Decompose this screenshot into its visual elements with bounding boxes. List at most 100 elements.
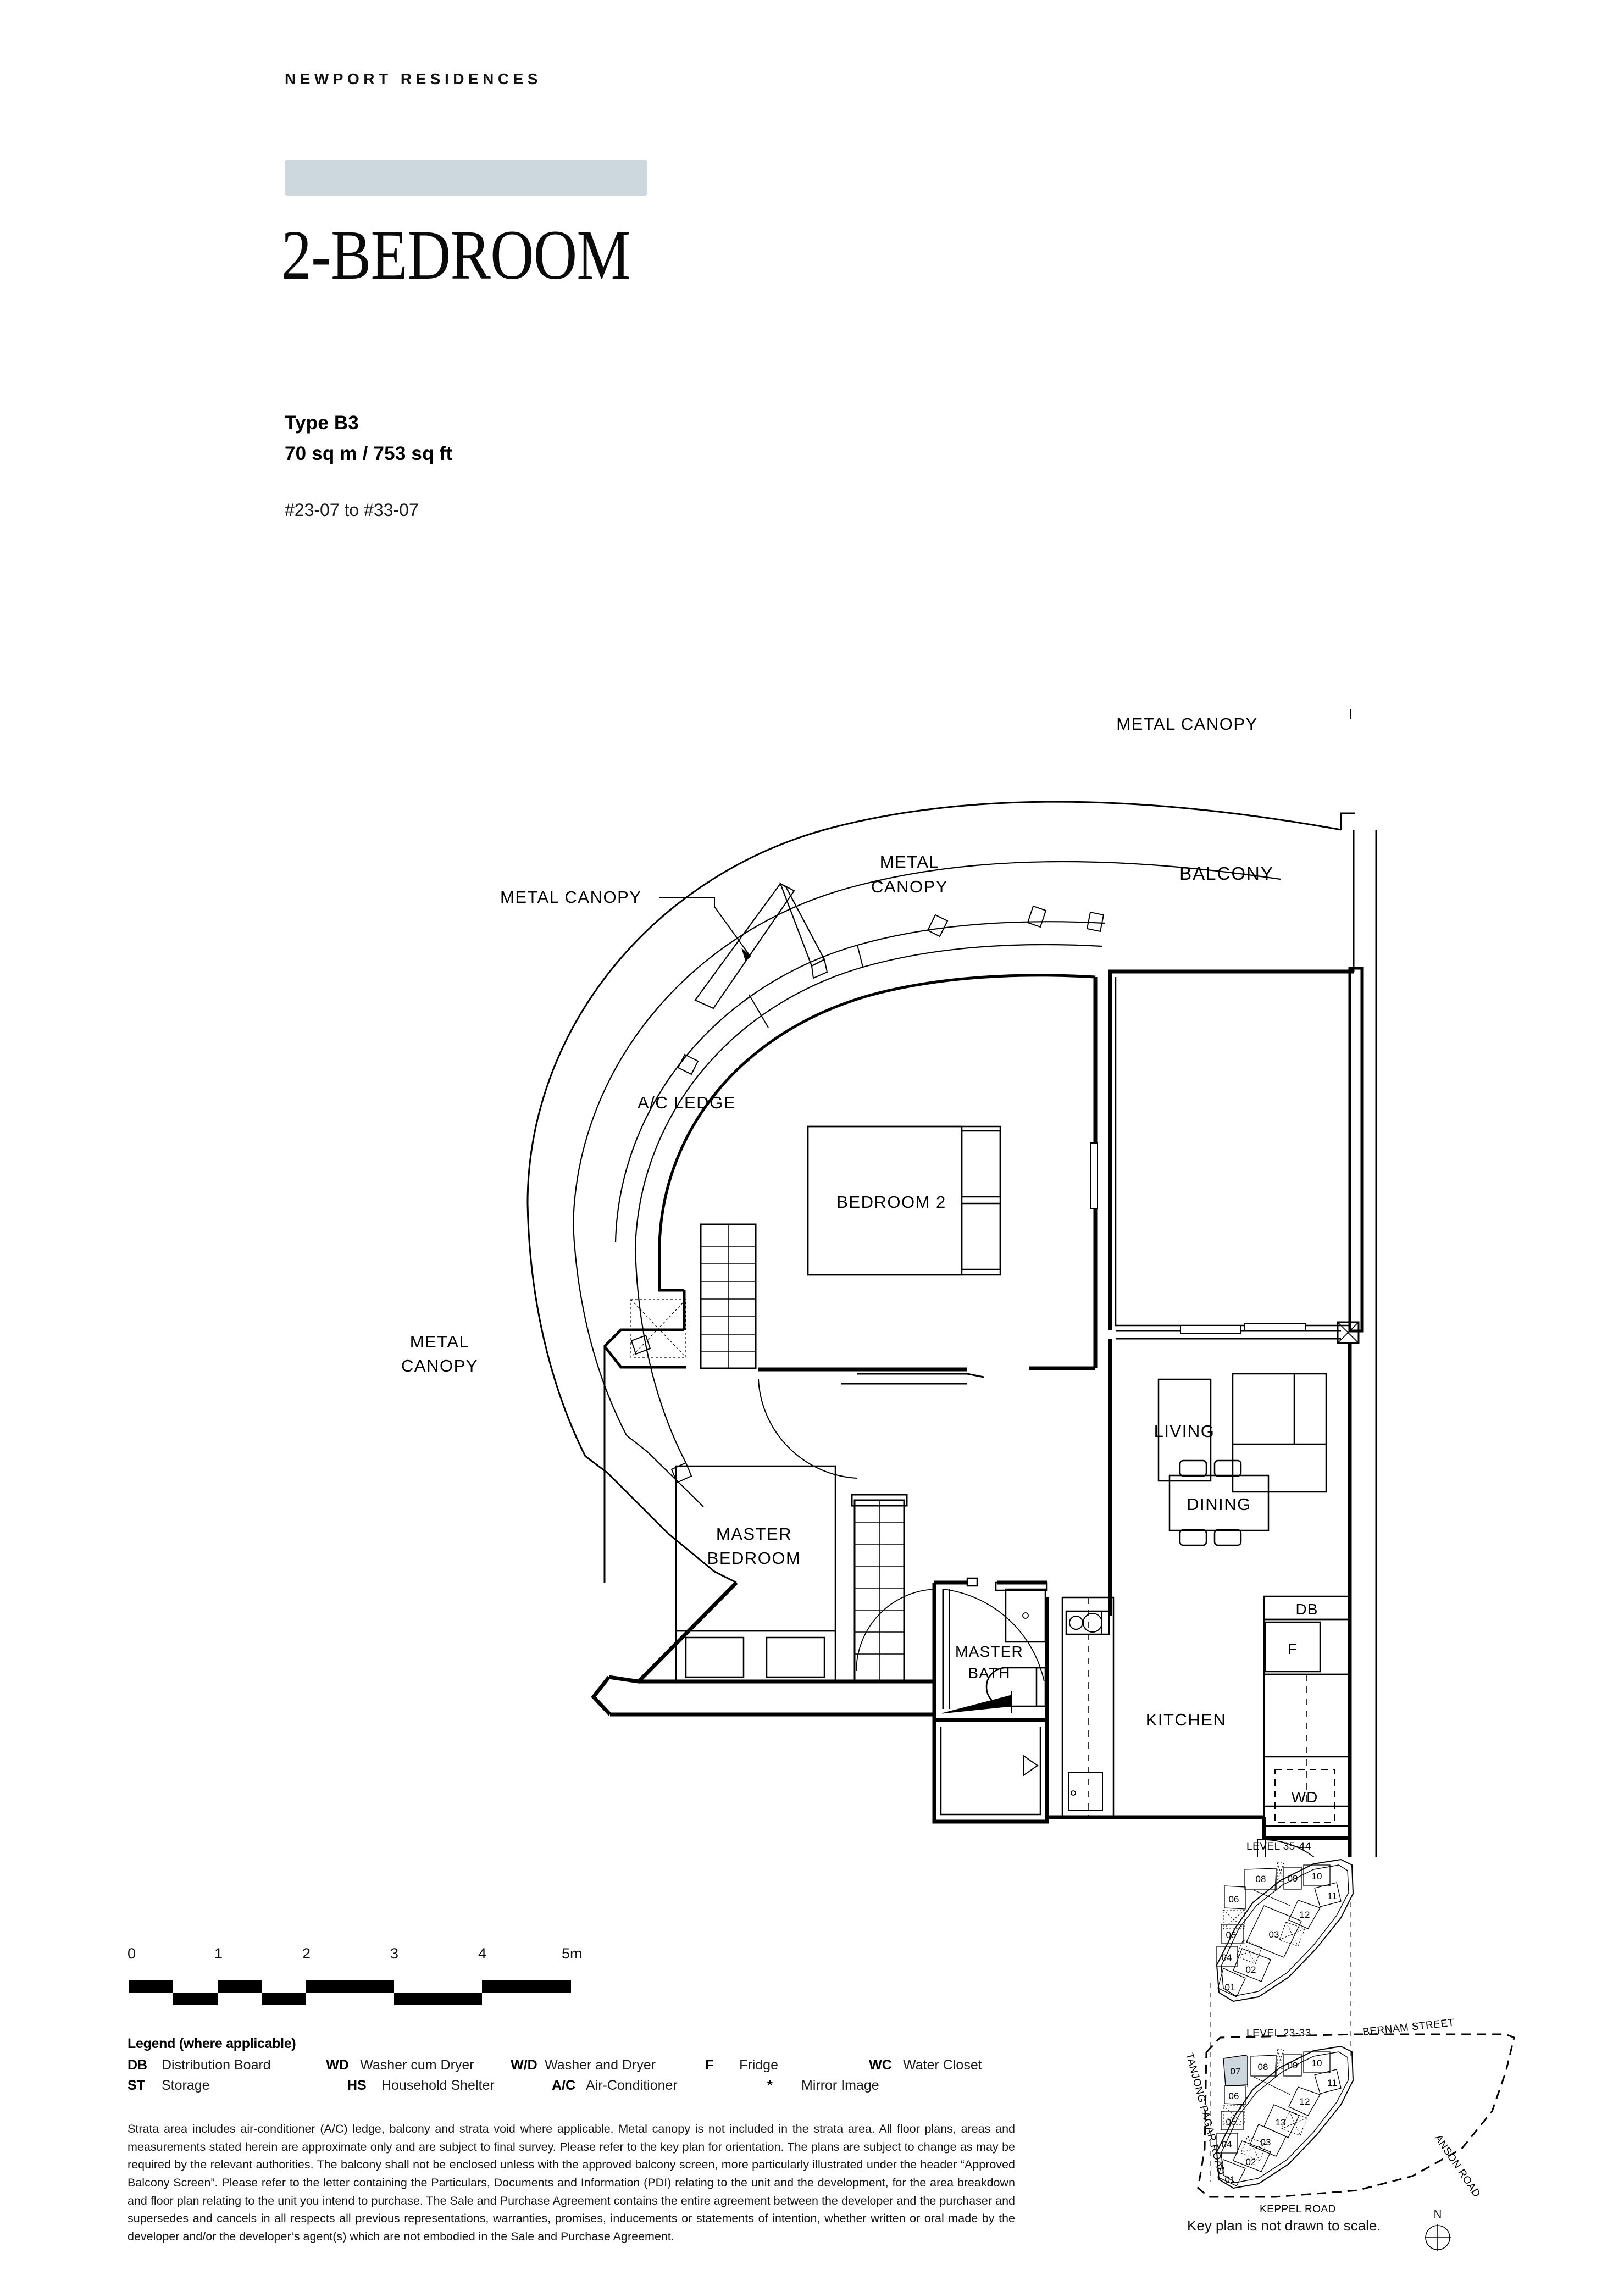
label-master-bath-line1: MASTER (955, 1643, 1023, 1660)
canopy-lower-left-band (634, 1248, 686, 1463)
legend-row: ST Storage HS Household Shelter A/C Air-… (128, 2078, 1018, 2094)
balcony-door-leaf-a (1180, 1325, 1241, 1334)
wall-left-notch-b (603, 1345, 686, 1369)
kp-core-upper-a (1277, 1862, 1284, 1882)
metal-canopy-outer-arc (526, 801, 1342, 1204)
kp-u-09-upper (1283, 1867, 1302, 1890)
label-db: DB (1296, 1601, 1318, 1618)
kp-label-10-upper: 10 (1312, 1871, 1322, 1882)
master-bed-footboard (675, 1630, 836, 1683)
canopy-fin-foot (811, 958, 828, 979)
unit-range-label: #23-07 to #33-07 (285, 500, 419, 520)
kp-u-08-lower (1250, 2055, 1277, 2077)
kp-core-lower-b (1223, 2105, 1245, 2125)
sofa (1232, 1373, 1327, 1493)
kp-label-04-lower: 04 (1222, 2139, 1232, 2150)
scale-seg-upper-2 (218, 1980, 262, 1993)
hob (1065, 1610, 1110, 1635)
legend-item-fridge: F Fridge (705, 2057, 869, 2073)
kp-u-04-upper (1216, 1946, 1238, 1967)
master-bedroom-angled-wall-2 (591, 1675, 612, 1716)
legend: Legend (where applicable) DB Distributio… (128, 2036, 1018, 2098)
legend-desc: Distribution Board (162, 2057, 271, 2073)
kp-label-11-lower: 11 (1327, 2078, 1337, 2088)
scale-seg-upper-4 (482, 1980, 571, 1993)
label-metal-canopy-mid-1: METAL (880, 852, 940, 872)
wall-left-step (658, 1245, 684, 1292)
basin (1005, 1588, 1046, 1643)
kp-label-12-lower: 12 (1300, 2096, 1310, 2107)
key-plan-drawing: LEVEL 35-44 LEVEL 23-33 08 09 10 11 12 0… (1183, 1841, 1515, 2251)
tower-lower-inner (1221, 2051, 1349, 2183)
kp-u-09-lower (1283, 2054, 1302, 2077)
legend-item-wd: WD Washer cum Dryer (326, 2057, 511, 2073)
canopy-inner-arc (572, 861, 1281, 1226)
kp-u-01-upper (1217, 1968, 1246, 1997)
basin-drain (1022, 1612, 1029, 1619)
canopy-lower-sash-2 (630, 1334, 651, 1355)
pillow-bedroom2-a (961, 1130, 1001, 1198)
kp-core-lower-d (1240, 2136, 1267, 2161)
canopy-inner-arc-left (572, 1225, 627, 1436)
scale-seg-lower-2 (262, 1993, 306, 2005)
kp-label-05-upper: 05 (1226, 1930, 1237, 1940)
scale-tick-0: 0 (128, 1945, 136, 1962)
scale-seg-lower-3 (394, 1993, 482, 2005)
legend-item-hs: HS Household Shelter (347, 2078, 552, 2094)
kp-label-03-lower: 03 (1261, 2137, 1271, 2147)
ac-unit-cross (630, 1299, 686, 1358)
kp-core-lower-c (1281, 2111, 1307, 2136)
fridge-box (1264, 1621, 1321, 1673)
legend-desc: Washer cum Dryer (360, 2057, 474, 2073)
legend-row: DB Distribution Board WD Washer cum Drye… (128, 2057, 1018, 2073)
scale-tick-4: 4 (478, 1945, 487, 1962)
label-master-bedroom-line1: MASTER (716, 1524, 792, 1544)
kp-u-10-lower (1303, 2051, 1331, 2073)
ledge-sash-3 (1086, 911, 1105, 933)
kp-label-12-upper: 12 (1300, 1910, 1310, 1920)
label-metal-canopy-lower-2: CANOPY (401, 1356, 478, 1375)
brand-name: NEWPORT RESIDENCES (285, 70, 542, 87)
label-kitchen: KITCHEN (1146, 1710, 1227, 1729)
label-metal-canopy-lower-1: METAL (410, 1332, 470, 1351)
annotation-leaders (659, 709, 1351, 962)
ledge-sash-1 (927, 914, 949, 937)
ac-ledge-inner-edge (634, 944, 1102, 1249)
label-metal-canopy-mid-2: CANOPY (871, 877, 948, 896)
kp-label-02-lower: 02 (1246, 2157, 1256, 2167)
kp-u-12-upper (1288, 1900, 1321, 1929)
north-label: N (1434, 2208, 1442, 2221)
kp-u-07-lower-highlight (1223, 2055, 1248, 2086)
tower-upper (1216, 1858, 1354, 2002)
wd-cabinet (1263, 1756, 1351, 1827)
basin-counter (995, 1581, 1048, 1591)
door-swing-bedroom2 (758, 1379, 858, 1479)
kp-u-03-upper (1246, 1905, 1302, 1958)
legend-desc: Fridge (739, 2057, 778, 2073)
fridge-cabinet (1263, 1618, 1351, 1675)
kp-core-lower-a (1277, 2049, 1284, 2069)
tower-upper-outline (1216, 1858, 1354, 2002)
keyplan-lower-level-label: LEVEL 23-33 (1246, 2028, 1311, 2039)
wc-cistern (1035, 1667, 1048, 1707)
kp-u-03-lower (1249, 2124, 1287, 2157)
legend-desc: Mirror Image (801, 2078, 879, 2093)
legend-abbr: DB (128, 2057, 148, 2073)
kp-u-10-upper (1303, 1864, 1331, 1886)
unit-area-label: 70 sq m / 753 sq ft (285, 443, 453, 464)
kp-u-05-lower (1221, 2111, 1244, 2130)
pillow-bedroom2-b (961, 1202, 1001, 1270)
site-boundary (1197, 2033, 1515, 2198)
label-balcony: BALCONY (1179, 863, 1274, 884)
master-nightstand-a (685, 1636, 745, 1678)
legend-item-w-d: W/D Washer and Dryer (511, 2057, 705, 2073)
ledge-sash-2 (1027, 905, 1047, 928)
legend-abbr: WD (326, 2057, 349, 2073)
balcony-inner-line (1115, 977, 1350, 1327)
label-ac-ledge: A/C LEDGE (638, 1093, 736, 1112)
kp-core-upper-d (1236, 1939, 1262, 1964)
kp-u-06-lower (1224, 2085, 1246, 2105)
hob-burner-small (1069, 1616, 1083, 1630)
kp-core-upper-c (1279, 1922, 1305, 1947)
kp-label-07-lower: 07 (1231, 2066, 1241, 2077)
